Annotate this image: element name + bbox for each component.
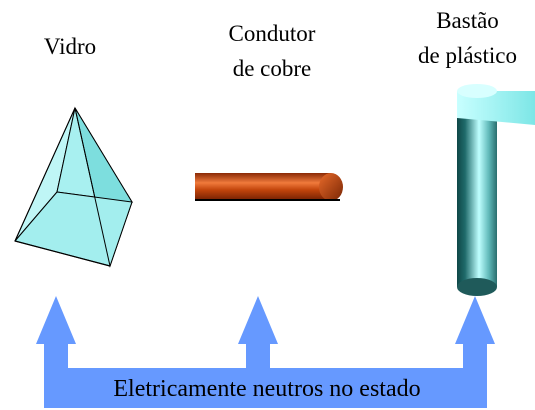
caption-text: Eletricamente neutros no estado bbox=[113, 376, 421, 402]
arrow-copper bbox=[238, 296, 278, 372]
plastic-rod bbox=[457, 84, 535, 296]
label-plastic-line1: Bastão bbox=[436, 8, 499, 33]
arrow-group bbox=[36, 296, 495, 408]
arrow-plastic bbox=[455, 296, 495, 372]
glass-pyramid bbox=[14, 106, 133, 268]
label-glass: Vidro bbox=[43, 34, 97, 59]
copper-conductor bbox=[195, 173, 343, 201]
arrow-glass bbox=[36, 296, 76, 372]
label-copper-line2: de cobre bbox=[232, 56, 312, 81]
label-plastic-line2: de plástico bbox=[418, 43, 517, 68]
connecting-bar bbox=[44, 368, 487, 408]
label-copper-line1: Condutor bbox=[228, 21, 316, 46]
